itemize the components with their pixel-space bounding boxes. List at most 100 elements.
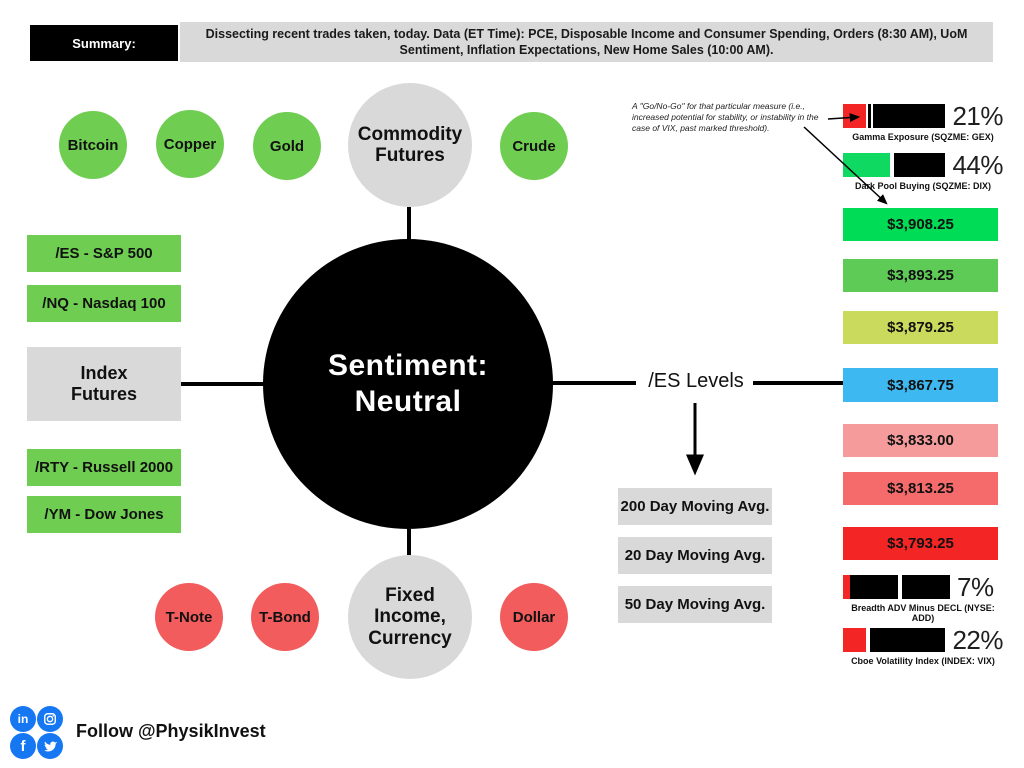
tag-ym: /YM - Dow Jones (27, 496, 181, 533)
gauge-breadth: 7% Breadth ADV Minus DECL (NYSE: ADD) (843, 572, 1003, 623)
level-3833: $3,833.00 (843, 424, 998, 457)
sentiment-circle: Sentiment:Neutral (263, 239, 553, 529)
gauge-dix-gap (890, 153, 895, 177)
gauge-vix-value: 22% (952, 625, 1003, 655)
tag-es-label: /ES - S&P 500 (55, 245, 153, 262)
gauge-dix-value: 44% (952, 150, 1003, 180)
instagram-icon[interactable] (37, 706, 63, 732)
es-levels-title: /ES Levels (648, 370, 744, 392)
level-3879: $3,879.25 (843, 311, 998, 344)
level-3893: $3,893.25 (843, 259, 998, 292)
connector-top (407, 207, 411, 239)
level-3813-price: $3,813.25 (887, 480, 954, 497)
mavg-50: 50 Day Moving Avg. (618, 586, 772, 623)
commodity-line1: Commodity (357, 123, 463, 145)
node-tnote: T-Note (155, 583, 223, 651)
tag-es: /ES - S&P 500 (27, 235, 181, 272)
tag-ym-label: /YM - Dow Jones (44, 506, 164, 523)
index-futures-box: Index Futures (27, 347, 181, 421)
gauge-add-gap (897, 575, 902, 599)
gauge-dix-bar (843, 153, 946, 177)
level-3833-price: $3,833.00 (887, 432, 954, 449)
gauge-add-label: Breadth ADV Minus DECL (NYSE: ADD) (851, 603, 995, 623)
gauge-add-value: 7% (957, 572, 994, 602)
sentiment-line2: Neutral (354, 385, 462, 418)
gauge-gamma-gap1 (865, 104, 868, 128)
gauge-add-fill (843, 575, 851, 599)
gauge-gamma-threshold (867, 104, 871, 128)
gauge-vix-label: Cboe Volatility Index (INDEX: VIX) (851, 656, 995, 666)
gauge-annotation: A "Go/No-Go" for that particular measure… (632, 101, 819, 134)
instagram-glyph (44, 713, 56, 725)
gauge-vix-bar (843, 628, 946, 652)
follow-handle: Follow @PhysikInvest (76, 721, 266, 741)
mavg-20-label: 20 Day Moving Avg. (624, 547, 766, 564)
node-bitcoin: Bitcoin (59, 111, 127, 179)
twitter-glyph (44, 741, 57, 752)
gauge-vix-remainder (869, 628, 946, 652)
level-3793-price: $3,793.25 (887, 535, 954, 552)
gauge-vix: 22% Cboe Volatility Index (INDEX: VIX) (843, 625, 1003, 666)
tag-rty: /RTY - Russell 2000 (27, 449, 181, 486)
level-3908-price: $3,908.25 (887, 216, 954, 233)
node-dollar-label: Dollar (512, 608, 556, 626)
gauge-gamma-fill (843, 104, 866, 128)
gauge-gamma-remainder (872, 104, 946, 128)
gauge-vix-gap (865, 628, 870, 652)
summary-text: Dissecting recent trades taken, today. D… (180, 22, 993, 62)
tag-nq: /NQ - Nasdaq 100 (27, 285, 181, 322)
gauge-add-remainder (901, 575, 950, 599)
node-copper-label: Copper (163, 135, 217, 153)
twitter-icon[interactable] (37, 733, 63, 759)
gauge-vix-fill (843, 628, 866, 652)
level-3867: $3,867.75 (843, 368, 998, 402)
node-dollar: Dollar (500, 583, 568, 651)
fixed-line1: Fixed (385, 585, 435, 607)
gauge-gamma-label: Gamma Exposure (SQZME: GEX) (852, 132, 994, 142)
sentiment-line1: Sentiment: (327, 349, 488, 382)
fixed-line2: Income, (374, 606, 446, 628)
gauge-gamma-gap2 (870, 104, 873, 128)
node-copper: Copper (156, 110, 224, 178)
gauge-dark-pool: 44% Dark Pool Buying (SQZME: DIX) (843, 150, 1003, 191)
node-gold: Gold (253, 112, 321, 180)
gauge-dix-fill (843, 153, 891, 177)
index-line2: Futures (70, 384, 137, 404)
gauge-gamma-exposure: 21% Gamma Exposure (SQZME: GEX) (843, 101, 1003, 142)
mavg-200: 200 Day Moving Avg. (618, 488, 772, 525)
gauge-dix-remainder (894, 153, 946, 177)
gauge-add-mid (850, 575, 898, 599)
facebook-icon[interactable]: f (10, 733, 36, 759)
commodity-line2: Futures (375, 145, 445, 166)
summary-label: Summary: (30, 25, 178, 61)
connector-bottom (407, 529, 411, 555)
facebook-glyph: f (20, 737, 26, 755)
level-3908: $3,908.25 (843, 208, 998, 241)
node-tnote-label: T-Note (165, 608, 213, 626)
connector-right-1 (553, 381, 636, 385)
connector-left (181, 382, 263, 386)
tag-nq-label: /NQ - Nasdaq 100 (42, 295, 166, 312)
node-tbond-label: T-Bond (259, 608, 311, 626)
node-bitcoin-label: Bitcoin (67, 136, 119, 154)
level-3893-price: $3,893.25 (887, 267, 954, 284)
gauge-add-bar (843, 575, 950, 599)
level-3793: $3,793.25 (843, 527, 998, 560)
mavg-50-label: 50 Day Moving Avg. (624, 596, 766, 613)
mavg-200-label: 200 Day Moving Avg. (620, 498, 770, 515)
level-3867-price: $3,867.75 (887, 376, 954, 394)
mavg-20: 20 Day Moving Avg. (618, 537, 772, 574)
index-line1: Index (80, 363, 128, 384)
fixed-line3: Currency (368, 627, 452, 649)
level-3813: $3,813.25 (843, 472, 998, 505)
node-tbond: T-Bond (251, 583, 319, 651)
node-crude-label: Crude (512, 137, 556, 155)
node-crude: Crude (500, 112, 568, 180)
gauge-gamma-value: 21% (952, 101, 1003, 131)
tag-rty-label: /RTY - Russell 2000 (34, 459, 174, 476)
linkedin-icon[interactable]: in (10, 706, 36, 732)
node-gold-label: Gold (269, 137, 305, 155)
level-3879-price: $3,879.25 (887, 319, 954, 336)
